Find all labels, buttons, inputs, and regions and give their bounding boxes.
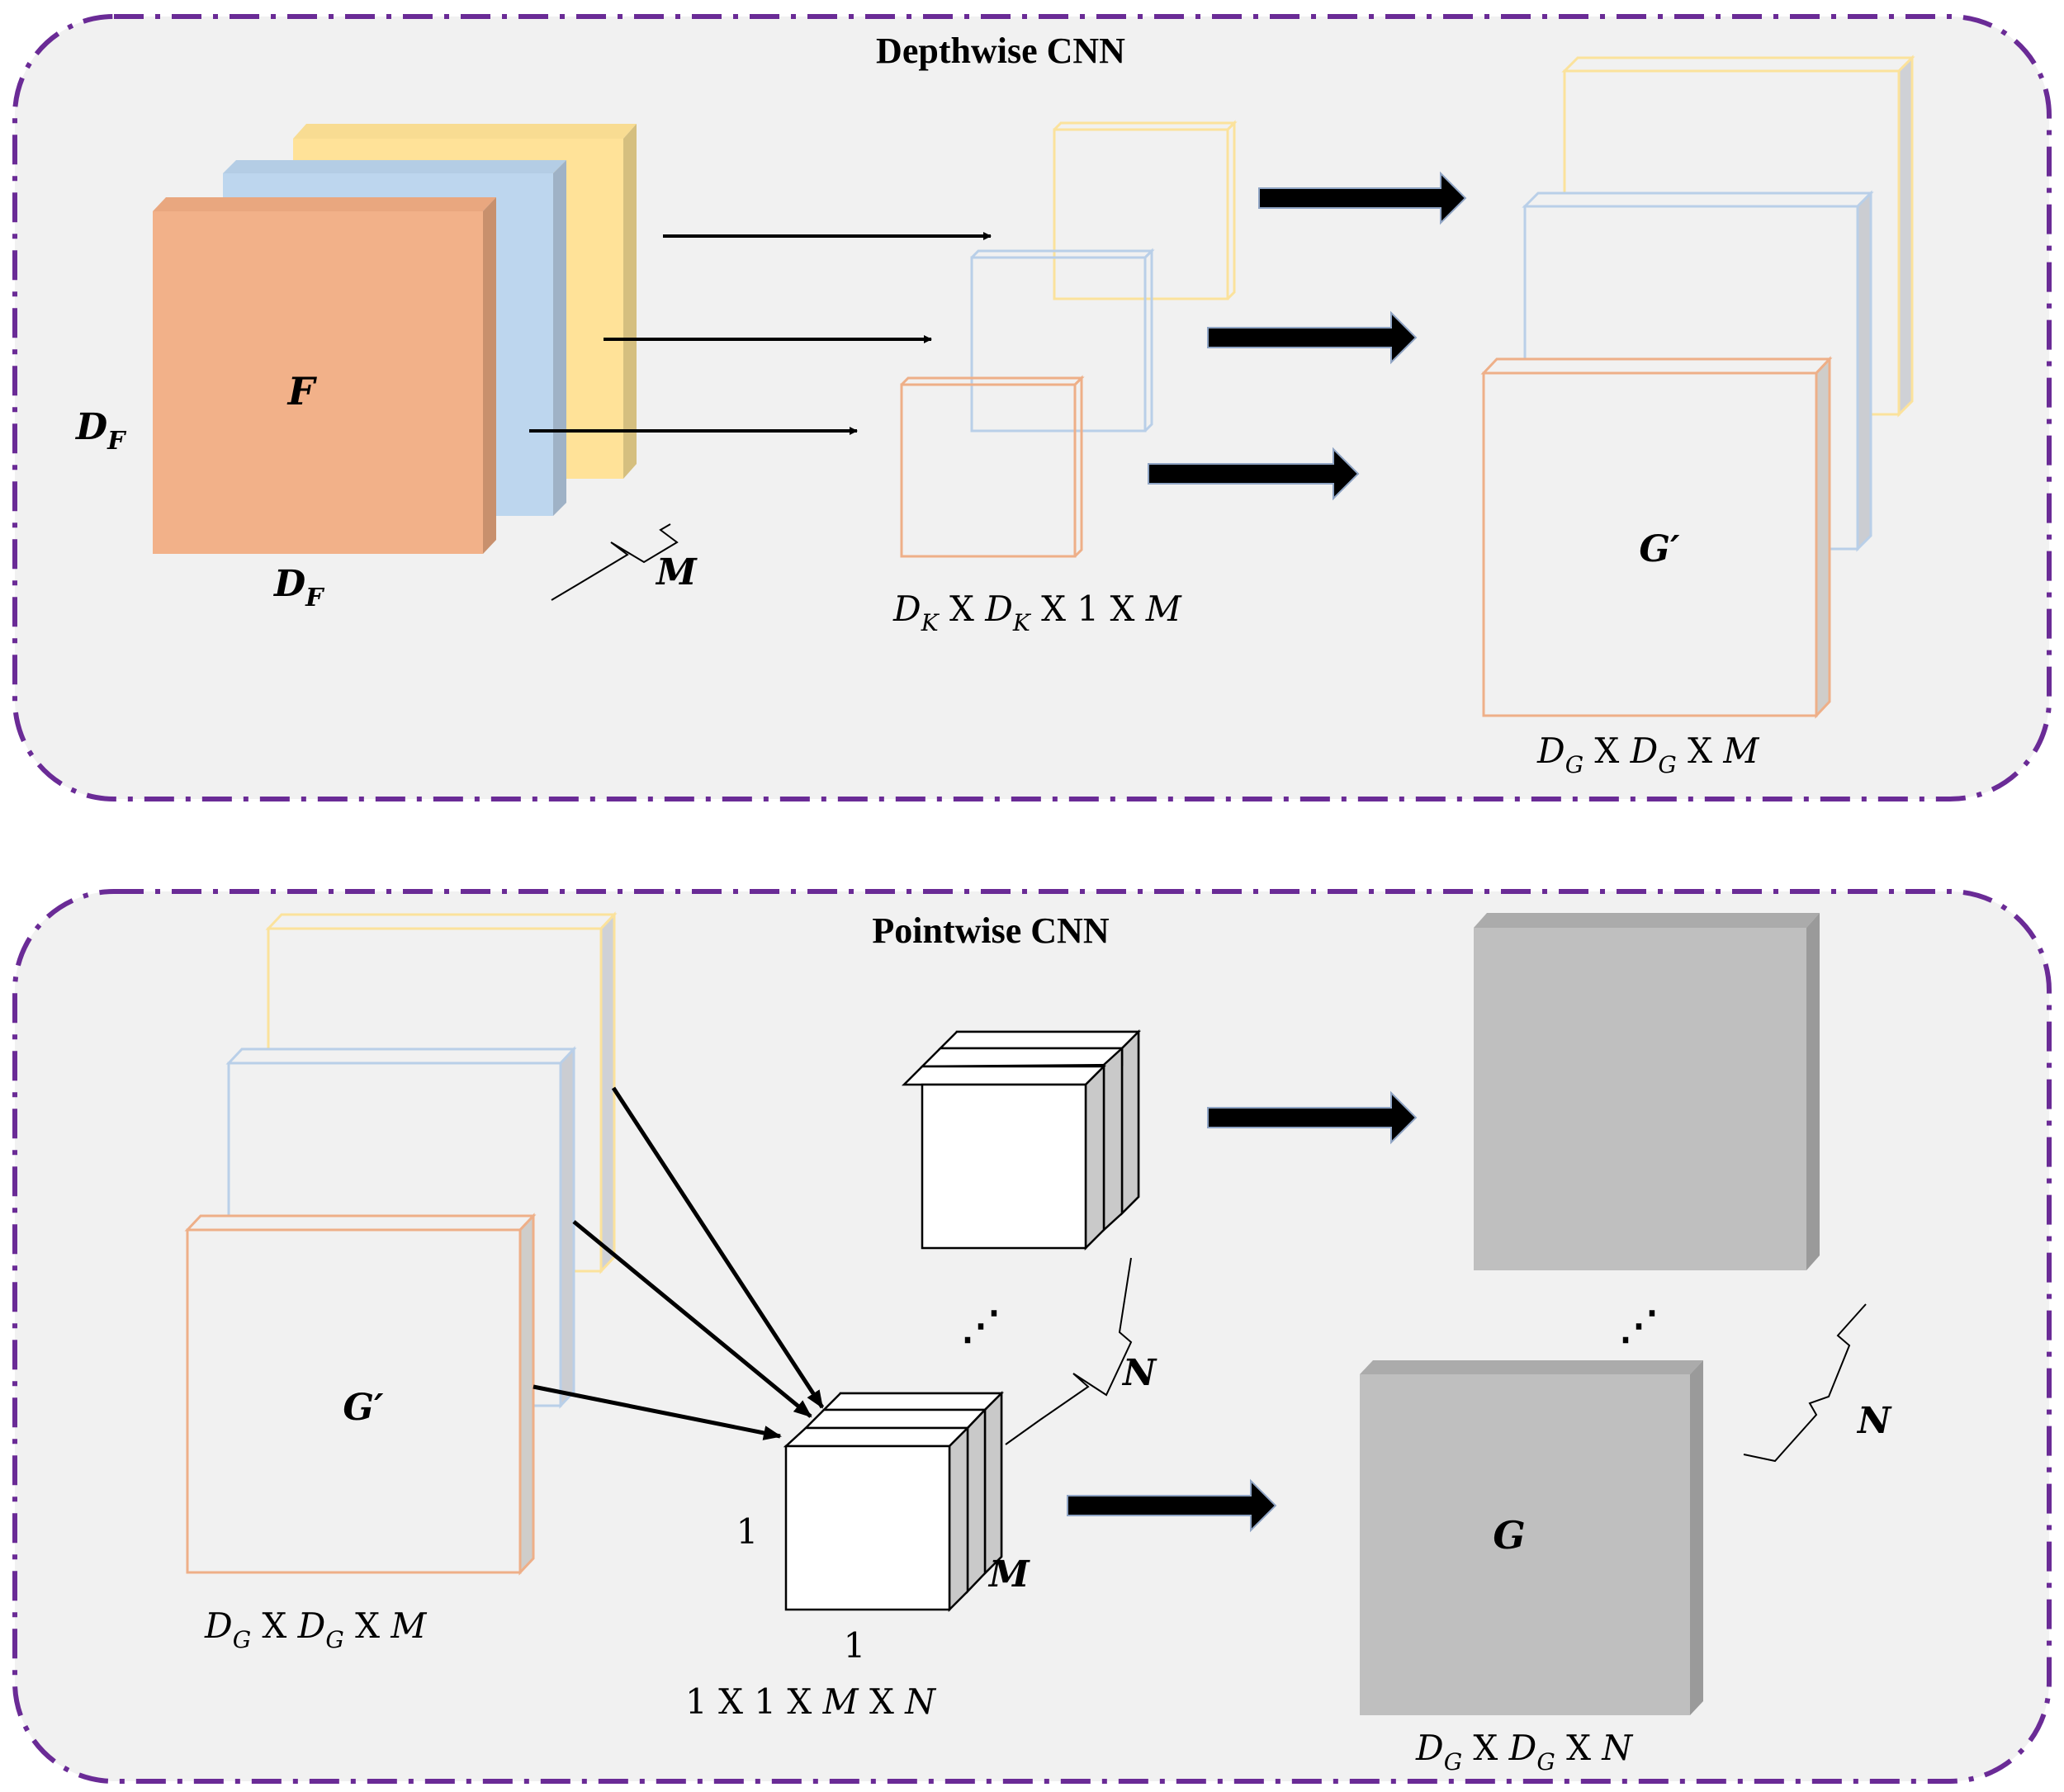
output-label-G-prime: G′ xyxy=(1639,528,1680,570)
filters-ellipsis: ⋰ xyxy=(961,1303,1001,1349)
depthwise-title: Depthwise CNN xyxy=(876,31,1125,71)
height-dim-label: DF xyxy=(74,406,127,456)
pointwise-title: Pointwise CNN xyxy=(872,910,1109,951)
block-arrow-yellow xyxy=(1258,171,1467,225)
width-dim-label: DF xyxy=(272,563,325,612)
filters-brace xyxy=(1005,1257,1133,1445)
input-feature-map-orange xyxy=(153,197,496,554)
outputs-brace xyxy=(1743,1303,1867,1463)
output-map-gray-bottom xyxy=(1360,1360,1703,1715)
input-label-F: F xyxy=(286,369,318,414)
pw-kernel-dims-label: 1 X 1 X M X N xyxy=(685,1681,936,1722)
kernel-depth-label-M: M xyxy=(987,1553,1030,1596)
filters-label-N: N xyxy=(1121,1352,1157,1394)
kernel-yellow xyxy=(1053,120,1238,300)
pw-input-map-orange xyxy=(184,1213,537,1576)
channels-brace xyxy=(551,523,679,601)
pointwise-filter-bottom xyxy=(783,1390,1005,1613)
depthwise-panel: Depthwise CNN F DF DF M xyxy=(12,14,2052,801)
outputs-label-N: N xyxy=(1856,1400,1892,1442)
pw-input-label-G-prime: G′ xyxy=(343,1387,384,1429)
pw-block-arrow-top xyxy=(1207,1090,1418,1145)
channels-label-M: M xyxy=(655,551,698,593)
output-dims-label: DG X DG X M xyxy=(1536,731,1759,778)
kernel-blue xyxy=(970,248,1155,433)
pw-arrow-from-blue xyxy=(572,1220,812,1418)
kernel-height-label: 1 xyxy=(736,1511,759,1552)
outputs-ellipsis: ⋰ xyxy=(1619,1303,1659,1349)
kernel-orange xyxy=(900,375,1085,558)
block-arrow-blue xyxy=(1207,310,1418,365)
pw-arrow-from-yellow xyxy=(611,1086,825,1409)
output-label-G: G xyxy=(1493,1513,1525,1558)
pointwise-panel: Pointwise CNN G′ DG X DG X M xyxy=(12,889,2052,1784)
pw-input-dims-label: DG X DG X M xyxy=(204,1605,427,1653)
output-map-orange xyxy=(1480,356,1833,719)
kernel-width-label: 1 xyxy=(844,1625,866,1666)
output-map-gray-top xyxy=(1474,913,1820,1270)
block-arrow-orange xyxy=(1148,447,1360,501)
pw-arrow-from-orange xyxy=(533,1384,782,1440)
pw-output-dims-label: DG X DG X N xyxy=(1415,1728,1633,1775)
pw-block-arrow-bottom xyxy=(1067,1478,1277,1533)
kernel-dims-label: DK X DK X 1 X M xyxy=(892,589,1182,636)
pointwise-filter-top xyxy=(901,1028,1142,1251)
